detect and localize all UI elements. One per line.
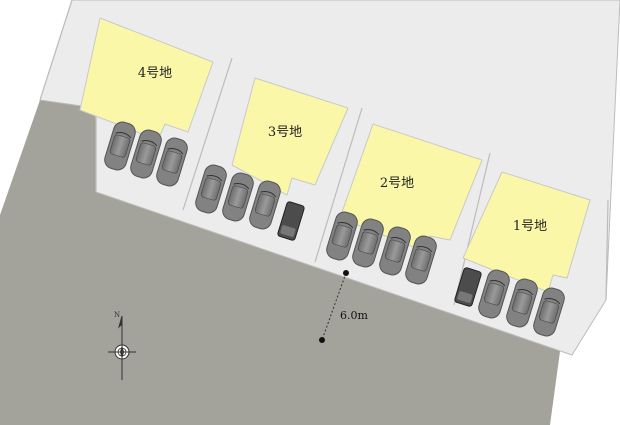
car-icon bbox=[478, 269, 510, 319]
road-width-dimension: 6.0m bbox=[319, 270, 368, 343]
car-icon bbox=[130, 129, 162, 179]
road-width-label: 6.0m bbox=[340, 309, 368, 322]
car-icon bbox=[506, 278, 538, 328]
house-lot-4 bbox=[79, 17, 214, 141]
car-icon bbox=[195, 164, 227, 214]
lot-1-label: 1号地 bbox=[513, 219, 547, 234]
lot-2-label: 2号地 bbox=[380, 176, 414, 191]
car-icon bbox=[533, 287, 565, 337]
lot-boundaries bbox=[39, 0, 609, 306]
car-icon bbox=[326, 211, 358, 261]
car-icon bbox=[249, 180, 281, 230]
car-icon bbox=[352, 218, 384, 268]
lot-3-label: 3号地 bbox=[268, 125, 302, 140]
lot-4-label: 4号地 bbox=[138, 66, 172, 81]
house-lot-1 bbox=[462, 171, 591, 293]
dimension-point-bottom bbox=[319, 337, 325, 343]
truck-icon bbox=[454, 267, 482, 307]
house-lot-3 bbox=[231, 77, 349, 196]
north-label: N bbox=[114, 311, 120, 319]
truck-icon bbox=[277, 201, 305, 241]
road-area bbox=[0, 100, 572, 425]
car-icon bbox=[405, 235, 437, 285]
car-icon bbox=[156, 137, 188, 187]
dimension-point-top bbox=[343, 270, 349, 276]
parking-spaces bbox=[104, 121, 565, 337]
compass-rose-icon: N bbox=[108, 311, 136, 380]
car-icon bbox=[222, 172, 254, 222]
car-icon bbox=[104, 121, 136, 171]
car-icon bbox=[379, 226, 411, 276]
